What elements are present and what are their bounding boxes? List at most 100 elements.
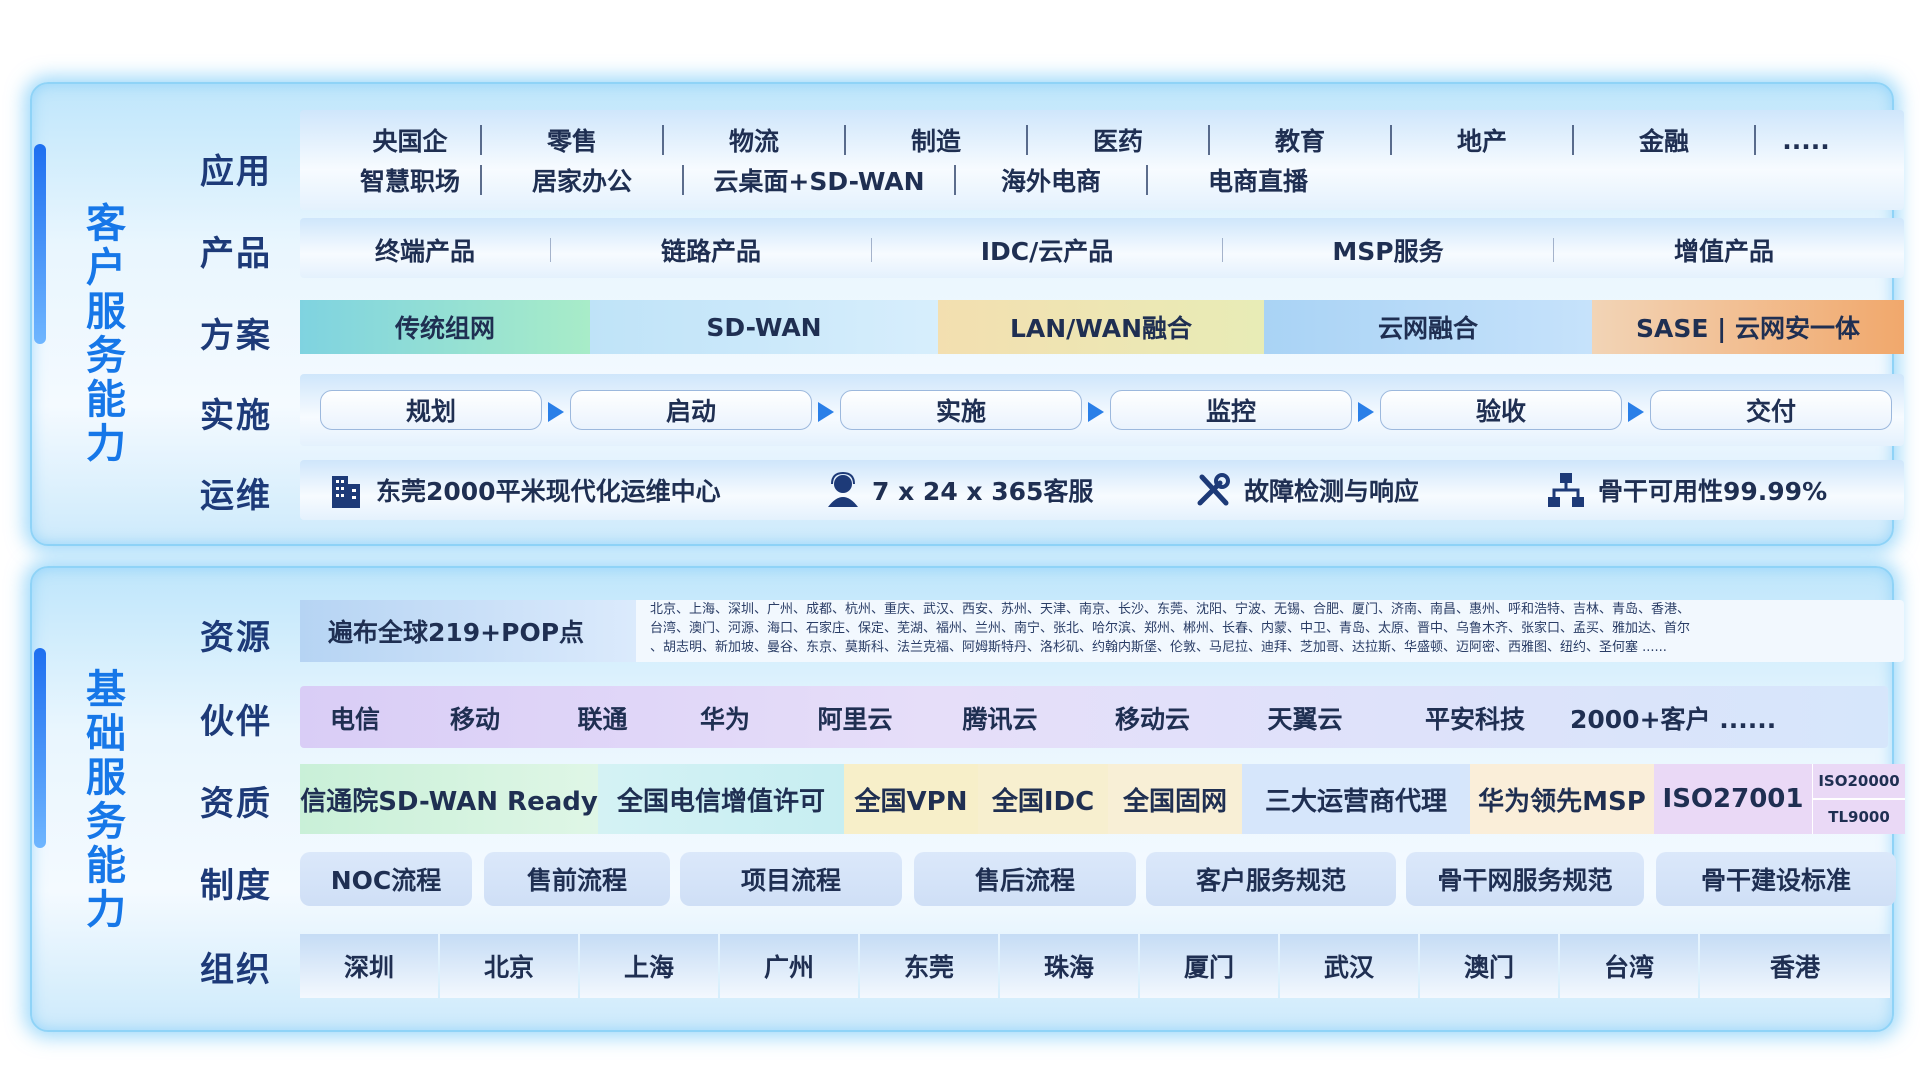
foundation-service-title: 基础服务能力 <box>79 668 125 932</box>
partner-items: 电信 移动 联通 华为 阿里云 腾讯云 移动云 天翼云 平安科技 2000+客户… <box>300 700 1888 736</box>
product-item: MSP服务 <box>1332 237 1444 266</box>
phase-step: 监控 <box>1110 390 1352 430</box>
org-city: 北京 <box>440 934 578 998</box>
application-item: 智慧职场 <box>359 167 460 196</box>
city-list-line: 、胡志明、新加坡、曼谷、东京、莫斯科、法兰克福、阿姆斯特丹、洛杉矶、约翰内斯堡、… <box>650 640 1667 655</box>
product-item: 增值产品 <box>1673 237 1774 266</box>
divider <box>1553 238 1554 262</box>
row-label-operations: 运维 <box>200 476 272 516</box>
partner-item: 天翼云 <box>1267 705 1343 734</box>
resources-bar: 遍布全球219+POP点 北京、上海、深圳、广州、成都、杭州、重庆、武汉、西安、… <box>300 600 1904 662</box>
qualification-item: 全国VPN <box>844 764 978 834</box>
network-topology-icon <box>1548 473 1584 507</box>
application-item: 教育 <box>1274 127 1325 156</box>
iso-stack: ISO20000 TL9000 <box>1812 764 1905 834</box>
org-city: 广州 <box>720 934 858 998</box>
arrow-right-icon <box>1088 402 1104 422</box>
system-item: 骨干建设标准 <box>1656 852 1896 906</box>
org-city: 厦门 <box>1140 934 1278 998</box>
partner-item: 电信 <box>329 705 380 734</box>
phase-step: 规划 <box>320 390 542 430</box>
qualification-item: 三大运营商代理 <box>1242 764 1470 834</box>
partner-item: 联通 <box>577 705 628 734</box>
qualification-item: 信通院SD-WAN Ready <box>300 764 598 834</box>
row-label-qualifications: 资质 <box>200 784 272 824</box>
arrow-right-icon <box>548 402 564 422</box>
solution-item: SD-WAN <box>590 300 938 354</box>
organization-bar: 深圳 北京 上海 广州 东莞 珠海 厦门 武汉 澳门 台湾 香港 <box>300 934 1904 998</box>
qualifications-bar: 信通院SD-WAN Ready 全国电信增值许可 全国VPN 全国IDC 全国固… <box>300 764 1905 834</box>
product-item: 链路产品 <box>660 237 761 266</box>
phase-step: 启动 <box>570 390 812 430</box>
operations-text: 东莞2000平米现代化运维中心 <box>376 477 721 506</box>
row-label-application: 应用 <box>200 152 272 192</box>
org-city: 台湾 <box>1560 934 1698 998</box>
operations-text: 7 x 24 x 365客服 <box>872 477 1094 506</box>
system-item: NOC流程 <box>300 852 472 906</box>
panel-side-accent <box>34 144 46 344</box>
divider <box>1146 165 1148 195</box>
divider <box>480 165 482 195</box>
foundation-service-panel: 基础服务能力 资源 遍布全球219+POP点 北京、上海、深圳、广州、成都、杭州… <box>30 566 1905 1032</box>
divider <box>662 125 664 155</box>
city-list-line: 北京、上海、深圳、广州、成都、杭州、重庆、武汉、西安、苏州、天津、南京、长沙、东… <box>650 602 1691 617</box>
solution-item: 传统组网 <box>300 300 590 354</box>
application-item: 居家办公 <box>531 167 632 196</box>
org-city: 珠海 <box>1000 934 1138 998</box>
partner-item: 平安科技 <box>1424 705 1525 734</box>
partners-bar: 电信 移动 联通 华为 阿里云 腾讯云 移动云 天翼云 平安科技 2000+客户… <box>300 686 1888 748</box>
divider <box>844 125 846 155</box>
org-city: 澳门 <box>1420 934 1558 998</box>
divider <box>1754 125 1756 155</box>
pop-headline: 遍布全球219+POP点 <box>300 600 636 662</box>
phase-step: 验收 <box>1380 390 1622 430</box>
arrow-right-icon <box>1358 402 1374 422</box>
application-item: 地产 <box>1456 127 1507 156</box>
implementation-bar: 规划 启动 实施 监控 验收 交付 <box>300 374 1904 446</box>
panel-side-accent <box>34 648 46 848</box>
application-item: 医药 <box>1092 127 1143 156</box>
phase-step: 交付 <box>1650 390 1892 430</box>
row-label-partners: 伙伴 <box>200 702 272 742</box>
row-label-solution: 方案 <box>200 316 272 356</box>
divider <box>1208 125 1210 155</box>
product-item: 终端产品 <box>374 237 475 266</box>
operations-item: 东莞2000平米现代化运维中心 <box>328 460 721 520</box>
system-item: 售前流程 <box>484 852 670 906</box>
divider <box>954 165 956 195</box>
application-bar: 央国企 零售 物流 制造 医药 教育 地产 金融 ..... 智慧职场 居家办公… <box>300 110 1904 210</box>
application-item: ..... <box>1782 125 1830 155</box>
divider <box>871 238 872 262</box>
solution-item: 云网融合 <box>1264 300 1592 354</box>
qualification-item: 全国电信增值许可 <box>598 764 844 834</box>
application-item: 制造 <box>910 127 961 156</box>
operations-text: 故障检测与响应 <box>1244 477 1420 506</box>
operations-text: 骨干可用性99.99% <box>1598 477 1828 506</box>
solution-bar: 传统组网 SD-WAN LAN/WAN融合 云网融合 SASE | 云网安一体 <box>300 300 1904 354</box>
customer-service-icon <box>828 471 858 507</box>
system-item: 骨干网服务规范 <box>1406 852 1644 906</box>
application-item: 物流 <box>728 127 779 156</box>
customer-service-panel: 客户服务能力 应用 央国企 零售 物流 制造 医药 教育 地产 金融 .....… <box>30 82 1904 546</box>
partner-item: 腾讯云 <box>962 705 1038 734</box>
divider <box>1026 125 1028 155</box>
application-line-1: 央国企 零售 物流 制造 医药 教育 地产 金融 ..... <box>340 122 1880 158</box>
product-item: IDC/云产品 <box>980 237 1114 266</box>
application-line-2: 智慧职场 居家办公 云桌面+SD-WAN 海外电商 电商直播 <box>340 162 1540 198</box>
iso-bottom-label: TL9000 <box>1828 808 1890 826</box>
system-item: 售后流程 <box>914 852 1136 906</box>
solution-item: SASE | 云网安一体 <box>1592 300 1904 354</box>
city-list-line: 台湾、澳门、河源、海口、石家庄、保定、芜湖、福州、兰州、南宁、张北、哈尔滨、郑州… <box>650 621 1691 636</box>
operations-item: 故障检测与响应 <box>1194 460 1419 520</box>
divider <box>682 165 684 195</box>
phase-step: 实施 <box>840 390 1082 430</box>
org-city: 东莞 <box>860 934 998 998</box>
systems-bar: NOC流程 售前流程 项目流程 售后流程 客户服务规范 骨干网服务规范 骨干建设… <box>300 852 1904 906</box>
qualification-item: ISO27001 <box>1654 764 1812 834</box>
application-item: 金融 <box>1638 127 1689 156</box>
operations-item: 7 x 24 x 365客服 <box>826 460 1093 520</box>
partner-item: 2000+客户 ...... <box>1570 705 1777 734</box>
qualification-item: 全国IDC <box>978 764 1108 834</box>
partner-item: 华为 <box>699 705 750 734</box>
divider <box>1390 125 1392 155</box>
